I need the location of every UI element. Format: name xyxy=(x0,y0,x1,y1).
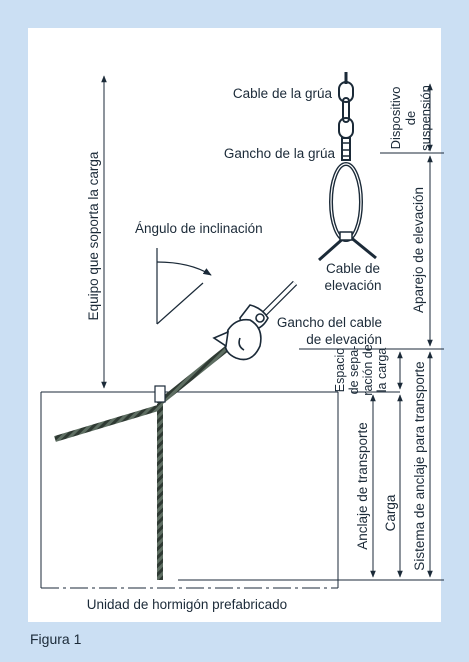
svg-text:Dispositivo: Dispositivo xyxy=(388,87,403,150)
svg-text:suspensión: suspensión xyxy=(418,85,433,151)
cable-hook-icon xyxy=(212,304,269,361)
svg-text:Cable de: Cable de xyxy=(326,261,380,276)
precast-unit-label: Unidad de hormigón prefabricado xyxy=(87,597,287,612)
transport-anchor-rebar xyxy=(54,339,237,580)
lifting-cable-icon xyxy=(259,280,298,319)
precast-concrete-unit xyxy=(40,391,339,589)
load-equipment-label: Equipo que soporta la carga xyxy=(86,151,101,320)
svg-text:Espacio: Espacio xyxy=(333,348,347,393)
lifting-cable-label: Cable de elevación xyxy=(324,261,381,293)
svg-text:Gancho del cable: Gancho del cable xyxy=(277,315,382,330)
inclination-angle-icon xyxy=(156,248,212,325)
cable-hook-label: Gancho del cable de elevación xyxy=(277,315,382,347)
svg-text:de: de xyxy=(403,111,418,125)
suspension-device-label: Dispositivo de suspensión xyxy=(388,85,433,151)
separation-space-label: Espacio de sepa- ración de la carga xyxy=(333,344,389,395)
load-label: Carga xyxy=(383,494,398,531)
lifting-ring-icon xyxy=(318,162,377,262)
svg-text:de sepa-: de sepa- xyxy=(347,346,361,395)
crane-hook-label: Gancho de la grúa xyxy=(224,146,336,161)
dimension-lines-right xyxy=(178,83,444,581)
svg-text:ración de: ración de xyxy=(361,344,375,395)
crane-cable-label: Cable de la grúa xyxy=(233,86,333,101)
inclination-angle-label: Ángulo de inclinación xyxy=(135,221,263,236)
lifting-gear-label: Aparejo de elevación xyxy=(411,187,426,313)
transport-anchor-label: Anclaje de transporte xyxy=(355,422,370,550)
svg-text:elevación: elevación xyxy=(324,278,381,293)
svg-text:de elevación: de elevación xyxy=(306,332,382,347)
transport-anchor-system-label: Sistema de anclaje para transporte xyxy=(412,361,427,570)
crane-hook-icon xyxy=(341,137,351,161)
svg-text:la carga: la carga xyxy=(375,348,389,393)
figure-caption: Figura 1 xyxy=(30,631,82,647)
